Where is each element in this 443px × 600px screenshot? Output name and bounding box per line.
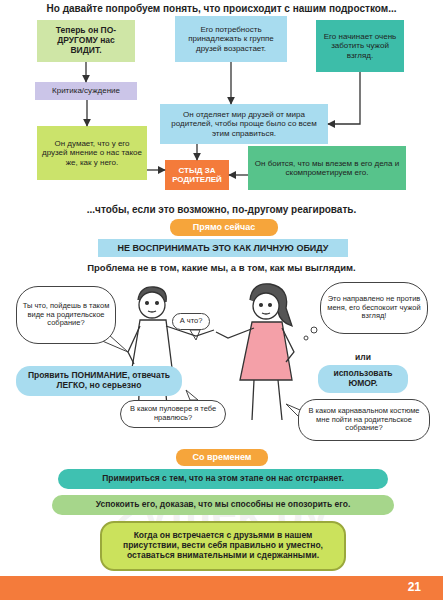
- hair: [138, 287, 166, 302]
- arm: [128, 326, 140, 364]
- thought-bubble: Это направлено не против меня, его беспо…: [320, 282, 428, 334]
- node-text: А что?: [180, 317, 203, 326]
- node-text: Критика/суждение: [52, 86, 120, 95]
- speech-bubble: Ты что, пойдешь в таком виде на родитель…: [16, 286, 116, 344]
- advice-band: НЕ ВОСПРИНИМАТЬ ЭТО КАК ЛИЧНУЮ ОБИДУ: [98, 239, 348, 257]
- node-text: Когда он встречается с друзьями в нашем …: [112, 531, 334, 560]
- flow-arrow: [86, 100, 87, 126]
- node-text: НЕ ВОСПРИНИМАТЬ ЭТО КАК ЛИЧНУЮ ОБИДУ: [118, 243, 329, 253]
- arm: [216, 328, 254, 338]
- cause-box: Теперь он ПО-ДРУГОМУ нас ВИДИТ.: [37, 20, 135, 62]
- node-text: Примириться с тем, что на этом этапе он …: [102, 474, 344, 484]
- thought-dot: [304, 336, 308, 340]
- intro-text: ...чтобы, если это возможно, по-другому …: [8, 204, 435, 215]
- advice-band: Успокоить его, доказав, что мы способны …: [52, 495, 394, 515]
- node-text: Со временем: [192, 452, 251, 462]
- eye: [156, 302, 159, 305]
- node-text: 21: [408, 581, 421, 595]
- node-text: Он боится, что мы влезем в его дела и ск…: [252, 159, 402, 177]
- speech-bubble: А что?: [172, 313, 210, 330]
- node-text: Теперь он ПО-ДРУГОМУ нас ВИДИТ.: [41, 26, 131, 55]
- advice-box: или использовать ЮМОР.: [318, 352, 408, 394]
- cause-box: Его начинает очень заботить чужой взгляд…: [316, 20, 404, 72]
- node-text: Ты что, пойдешь в таком виде на родитель…: [21, 302, 111, 328]
- advice-box: Проявить ПОНИМАНИЕ, отвечать ЛЕГКО, но с…: [16, 366, 182, 396]
- speech-bubble: В каком карнавальном костюме мне пойти н…: [298, 399, 430, 441]
- node-text: Его потребность принадлежать к группе др…: [179, 25, 283, 53]
- node-text: СТЫД ЗА РОДИТЕЛЕЙ: [169, 166, 225, 184]
- node-text: Он думает, что у его друзей мнение о нас…: [41, 139, 143, 167]
- torso: [132, 320, 172, 368]
- cause-box: Критика/суждение: [35, 82, 137, 100]
- bubble-tail: [186, 390, 198, 400]
- mother-figure: [216, 284, 294, 420]
- advice-box: Когда он встречается с друзьями в нашем …: [100, 521, 346, 571]
- node-text: В каком карнавальном костюме мне пойти н…: [303, 407, 425, 433]
- node-text: В каком пуловере я тебе нравлюсь?: [125, 405, 221, 422]
- node-text: Проявить ПОНИМАНИЕ, отвечать ЛЕГКО, но с…: [20, 371, 178, 391]
- cause-box: Он боится, что мы влезем в его дела и ск…: [248, 146, 406, 190]
- eye: [146, 302, 149, 305]
- cause-box: Его потребность принадлежать к группе др…: [175, 16, 287, 62]
- head: [139, 292, 165, 318]
- section-pill: Прямо сейчас: [170, 219, 278, 236]
- thought-dot: [311, 327, 317, 333]
- node-text: Это направлено не против меня, его беспо…: [325, 295, 423, 321]
- advice-band: Примириться с тем, что на этом этапе он …: [58, 469, 388, 489]
- eye: [269, 304, 272, 307]
- flow-arrow: [229, 174, 248, 175]
- cause-box: Он отделяет мир друзей от мира родителей…: [160, 104, 328, 144]
- hair: [250, 284, 292, 326]
- mouth: [262, 313, 270, 314]
- cause-box: Он думает, что у его друзей мнение о нас…: [37, 126, 147, 180]
- mouth: [148, 311, 156, 312]
- node-text: использовать ЮМОР.: [318, 365, 408, 393]
- intro-text: Но давайте попробуем понять, что происхо…: [8, 3, 435, 14]
- arm: [282, 328, 294, 362]
- flow-arrow: [328, 72, 360, 124]
- flow-arrow: [147, 169, 165, 170]
- torso: [240, 322, 292, 380]
- page-footer: 21: [0, 576, 443, 600]
- legs: [252, 380, 282, 420]
- flow-arrow: [230, 62, 231, 104]
- eye: [260, 304, 263, 307]
- flow-arrow: [196, 144, 197, 160]
- node-text: Прямо сейчас: [193, 222, 255, 232]
- result-box: СТЫД ЗА РОДИТЕЛЕЙ: [165, 160, 229, 190]
- node-text: Успокоить его, доказав, что мы способны …: [96, 500, 351, 510]
- speech-bubble: В каком пуловере я тебе нравлюсь?: [120, 400, 226, 428]
- bubble-tail: [190, 330, 200, 340]
- node-text: Он отделяет мир друзей от мира родителей…: [164, 110, 324, 138]
- section-pill: Со временем: [176, 449, 268, 466]
- node-text: Его начинает очень заботить чужой взгляд…: [320, 32, 400, 60]
- flow-arrow: [85, 62, 86, 82]
- key-statement: Проблема не в том, какие мы, а в том, ка…: [8, 262, 435, 273]
- node-text: или: [355, 353, 371, 363]
- head: [253, 293, 279, 319]
